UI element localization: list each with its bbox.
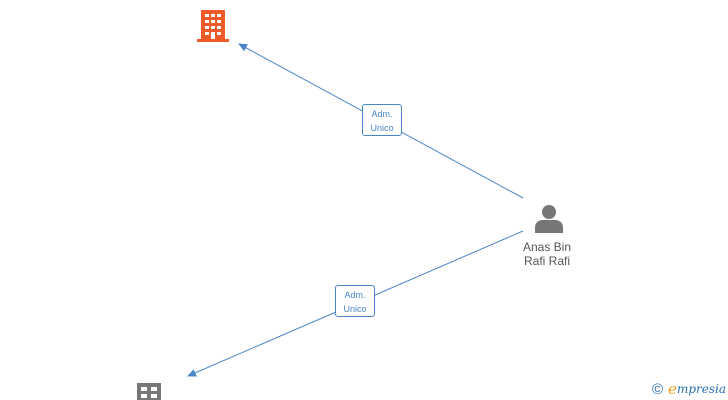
building-icon[interactable]	[137, 383, 161, 400]
brand-initial: e	[668, 380, 677, 398]
edge-label-bottom[interactable]: Adm. Unico	[335, 285, 375, 317]
edge-label-role-type: Unico	[370, 123, 394, 133]
brand-logo: © e mpresia	[652, 380, 726, 398]
building-icon[interactable]	[197, 10, 229, 42]
edge-label-role-type: Unico	[343, 304, 367, 314]
edge-label-top[interactable]: Adm. Unico	[362, 104, 402, 136]
brand-name: mpresia	[676, 382, 726, 396]
edge-label-role: Adm.	[344, 290, 366, 300]
copyright-icon: ©	[651, 380, 664, 398]
edge-label-role: Adm.	[371, 109, 393, 119]
person-name[interactable]: Anas Bin Rafi Rafi	[522, 240, 572, 268]
person-icon[interactable]	[535, 205, 563, 233]
